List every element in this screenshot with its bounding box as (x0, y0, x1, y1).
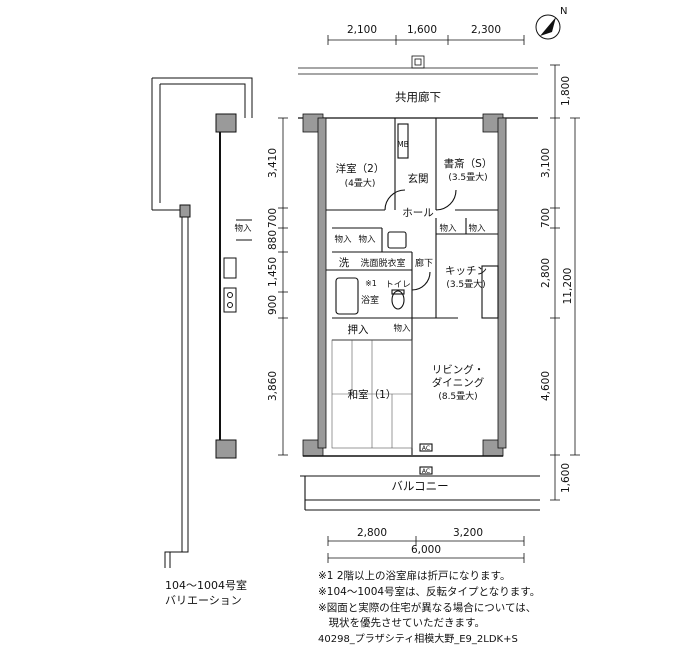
toilet-label: トイレ (385, 280, 411, 290)
dim-left-6: 3,860 (267, 371, 279, 401)
study-size: (3.5畳大) (448, 171, 487, 183)
storage-label-3: 物入 (439, 223, 457, 234)
bath-note-mark: ※1 (365, 279, 377, 288)
balcony-label: バルコニー (391, 479, 448, 493)
dim-left-2: 700 (267, 208, 279, 228)
ac-label-1: AC (422, 445, 430, 452)
dim-left-1: 3,410 (267, 148, 279, 178)
note-4: 現状を優先させていただきます。 (318, 617, 485, 629)
wash-label: 洗 (339, 257, 350, 269)
dim-bottom-2: 3,200 (453, 527, 483, 539)
entrance-label: 玄関 (408, 172, 429, 185)
dim-top-3: 2,300 (471, 24, 501, 36)
kitchen-size: (3.5畳大) (446, 278, 485, 290)
compass-north: N (560, 6, 567, 17)
bath-label: 浴室 (361, 294, 379, 306)
dim-right-5: 4,600 (540, 371, 552, 401)
variation-storage-label: 物入 (234, 223, 252, 234)
dim-left-3: 880 (267, 230, 279, 250)
storage-label-5: 物入 (393, 323, 411, 334)
living-size: (8.5畳大) (438, 390, 477, 402)
hallway-label: 廊下 (415, 257, 433, 269)
mb-label: MB (397, 140, 409, 149)
note-3: ※図面と実際の住宅が異なる場合については、 (318, 602, 537, 614)
western-room-size: (4畳大) (345, 177, 376, 189)
dim-bottom-1: 2,800 (357, 527, 387, 539)
dim-right-4: 2,800 (540, 258, 552, 288)
japanese-room-label: 和室（1） (348, 388, 397, 401)
living-name-line1: リビング・ (432, 363, 485, 376)
dim-left-5: 900 (267, 295, 279, 315)
variation-caption-line1: 104～1004号室 (165, 579, 247, 592)
plan-code: 40298_プラザシティ相模大野_E9_2LDK+S (318, 634, 518, 645)
oshiire-label: 押入 (348, 323, 369, 336)
dim-top-1: 2,100 (347, 24, 377, 36)
dim-top-2: 1,600 (407, 24, 437, 36)
ac-label-2: AC (422, 468, 430, 475)
variation-caption-line2: バリエーション (165, 594, 242, 607)
dim-left-4: 1,450 (267, 257, 279, 287)
dim-right-total: 11,200 (562, 268, 574, 305)
compass: N (535, 6, 567, 40)
dim-right-2: 3,100 (540, 148, 552, 178)
storage-label-1: 物入 (334, 234, 352, 245)
storage-label-4: 物入 (468, 223, 486, 234)
washroom-label: 洗面脱衣室 (360, 257, 405, 269)
storage-label-2: 物入 (358, 234, 376, 245)
kitchen-name: キッチン (445, 265, 487, 277)
living-name-line2: ダイニング (432, 376, 485, 389)
study-name: 書斎（S） (444, 157, 493, 170)
note-2: ※104～1004号室は、反転タイプとなります。 (318, 586, 541, 598)
corridor-label: 共用廊下 (395, 90, 441, 104)
dim-bottom-total: 6,000 (411, 544, 441, 556)
dim-right-1: 1,800 (560, 76, 572, 106)
dim-right-6: 1,600 (560, 463, 572, 493)
western-room-name: 洋室（2） (336, 162, 385, 175)
note-1: ※1 2階以上の浴室扉は折戸になります。 (318, 570, 511, 582)
dim-right-3: 700 (540, 208, 552, 228)
hall-label: ホール (402, 207, 434, 219)
